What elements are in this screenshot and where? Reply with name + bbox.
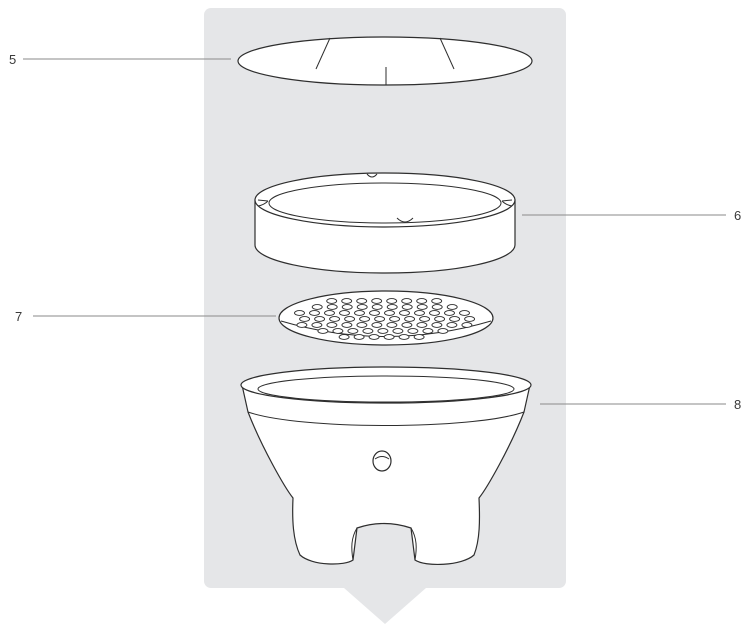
grate-hole bbox=[401, 322, 413, 328]
grate-hole bbox=[362, 328, 374, 334]
grate-hole bbox=[332, 328, 344, 334]
grate-hole bbox=[314, 316, 326, 322]
lid-part bbox=[237, 36, 533, 86]
grate-hole bbox=[369, 310, 380, 316]
grate-hole bbox=[309, 310, 320, 316]
grate-hole bbox=[461, 322, 473, 328]
grate-hole bbox=[339, 310, 350, 316]
grate-hole bbox=[359, 316, 371, 322]
callout-number-lid: 5 bbox=[9, 52, 16, 67]
grate-hole bbox=[371, 298, 383, 304]
grate-hole bbox=[374, 316, 386, 322]
grate-hole bbox=[384, 310, 395, 316]
grate-hole bbox=[341, 322, 353, 328]
grate-hole bbox=[383, 334, 395, 340]
grate-hole bbox=[459, 310, 470, 316]
grate-hole bbox=[404, 316, 416, 322]
grate-hole bbox=[356, 322, 368, 328]
grate-hole bbox=[464, 316, 476, 322]
callout-number-grate: 7 bbox=[15, 309, 22, 324]
grate-hole bbox=[353, 334, 365, 340]
grate-hole bbox=[354, 310, 365, 316]
grate-hole bbox=[434, 316, 446, 322]
grate-hole bbox=[413, 334, 425, 340]
grate-hole bbox=[296, 322, 308, 328]
grate-hole bbox=[344, 316, 356, 322]
grate-hole bbox=[431, 304, 443, 310]
grate-hole bbox=[419, 316, 431, 322]
grate-hole bbox=[437, 328, 449, 334]
grate-hole bbox=[446, 304, 458, 310]
grate-hole bbox=[326, 322, 338, 328]
grate-hole bbox=[422, 328, 434, 334]
grate-hole bbox=[416, 304, 428, 310]
grate-hole bbox=[356, 304, 368, 310]
grate-hole bbox=[416, 322, 428, 328]
grate-hole bbox=[398, 334, 410, 340]
grate-hole bbox=[449, 316, 461, 322]
grate-hole bbox=[431, 322, 443, 328]
grate-hole bbox=[429, 310, 440, 316]
grate-hole bbox=[401, 298, 413, 304]
grate-hole bbox=[377, 328, 389, 334]
grate-hole bbox=[356, 298, 368, 304]
grate-hole bbox=[311, 322, 323, 328]
grate-hole bbox=[386, 304, 398, 310]
grate-hole bbox=[326, 304, 338, 310]
grate-hole bbox=[416, 298, 428, 304]
grate-hole bbox=[347, 328, 359, 334]
grate-hole bbox=[317, 328, 329, 334]
bowl-part bbox=[240, 366, 532, 566]
grate-hole bbox=[399, 310, 410, 316]
grate-hole bbox=[431, 298, 443, 304]
grate-hole bbox=[326, 298, 338, 304]
grate-hole bbox=[341, 298, 353, 304]
grate-hole bbox=[368, 334, 380, 340]
grate-hole bbox=[371, 304, 383, 310]
grate-hole bbox=[294, 310, 305, 316]
grate-hole bbox=[386, 298, 398, 304]
grate-hole bbox=[392, 328, 404, 334]
grate-hole bbox=[414, 310, 425, 316]
callout-number-ash-tray: 6 bbox=[734, 208, 741, 223]
grate-hole bbox=[341, 304, 353, 310]
grate-hole bbox=[444, 310, 455, 316]
grate-hole bbox=[324, 310, 335, 316]
grate-hole bbox=[446, 322, 458, 328]
grate-hole bbox=[386, 322, 398, 328]
grate-hole bbox=[407, 328, 419, 334]
ash-tray-part bbox=[254, 172, 516, 274]
grate-hole bbox=[338, 334, 350, 340]
grate-hole bbox=[389, 316, 401, 322]
callout-number-bowl: 8 bbox=[734, 397, 741, 412]
grate-hole bbox=[329, 316, 341, 322]
grate-hole bbox=[371, 322, 383, 328]
grate-hole bbox=[311, 304, 323, 310]
grate-hole bbox=[401, 304, 413, 310]
grate-holes bbox=[294, 298, 476, 340]
grate-part bbox=[278, 290, 494, 346]
grate-hole bbox=[299, 316, 311, 322]
